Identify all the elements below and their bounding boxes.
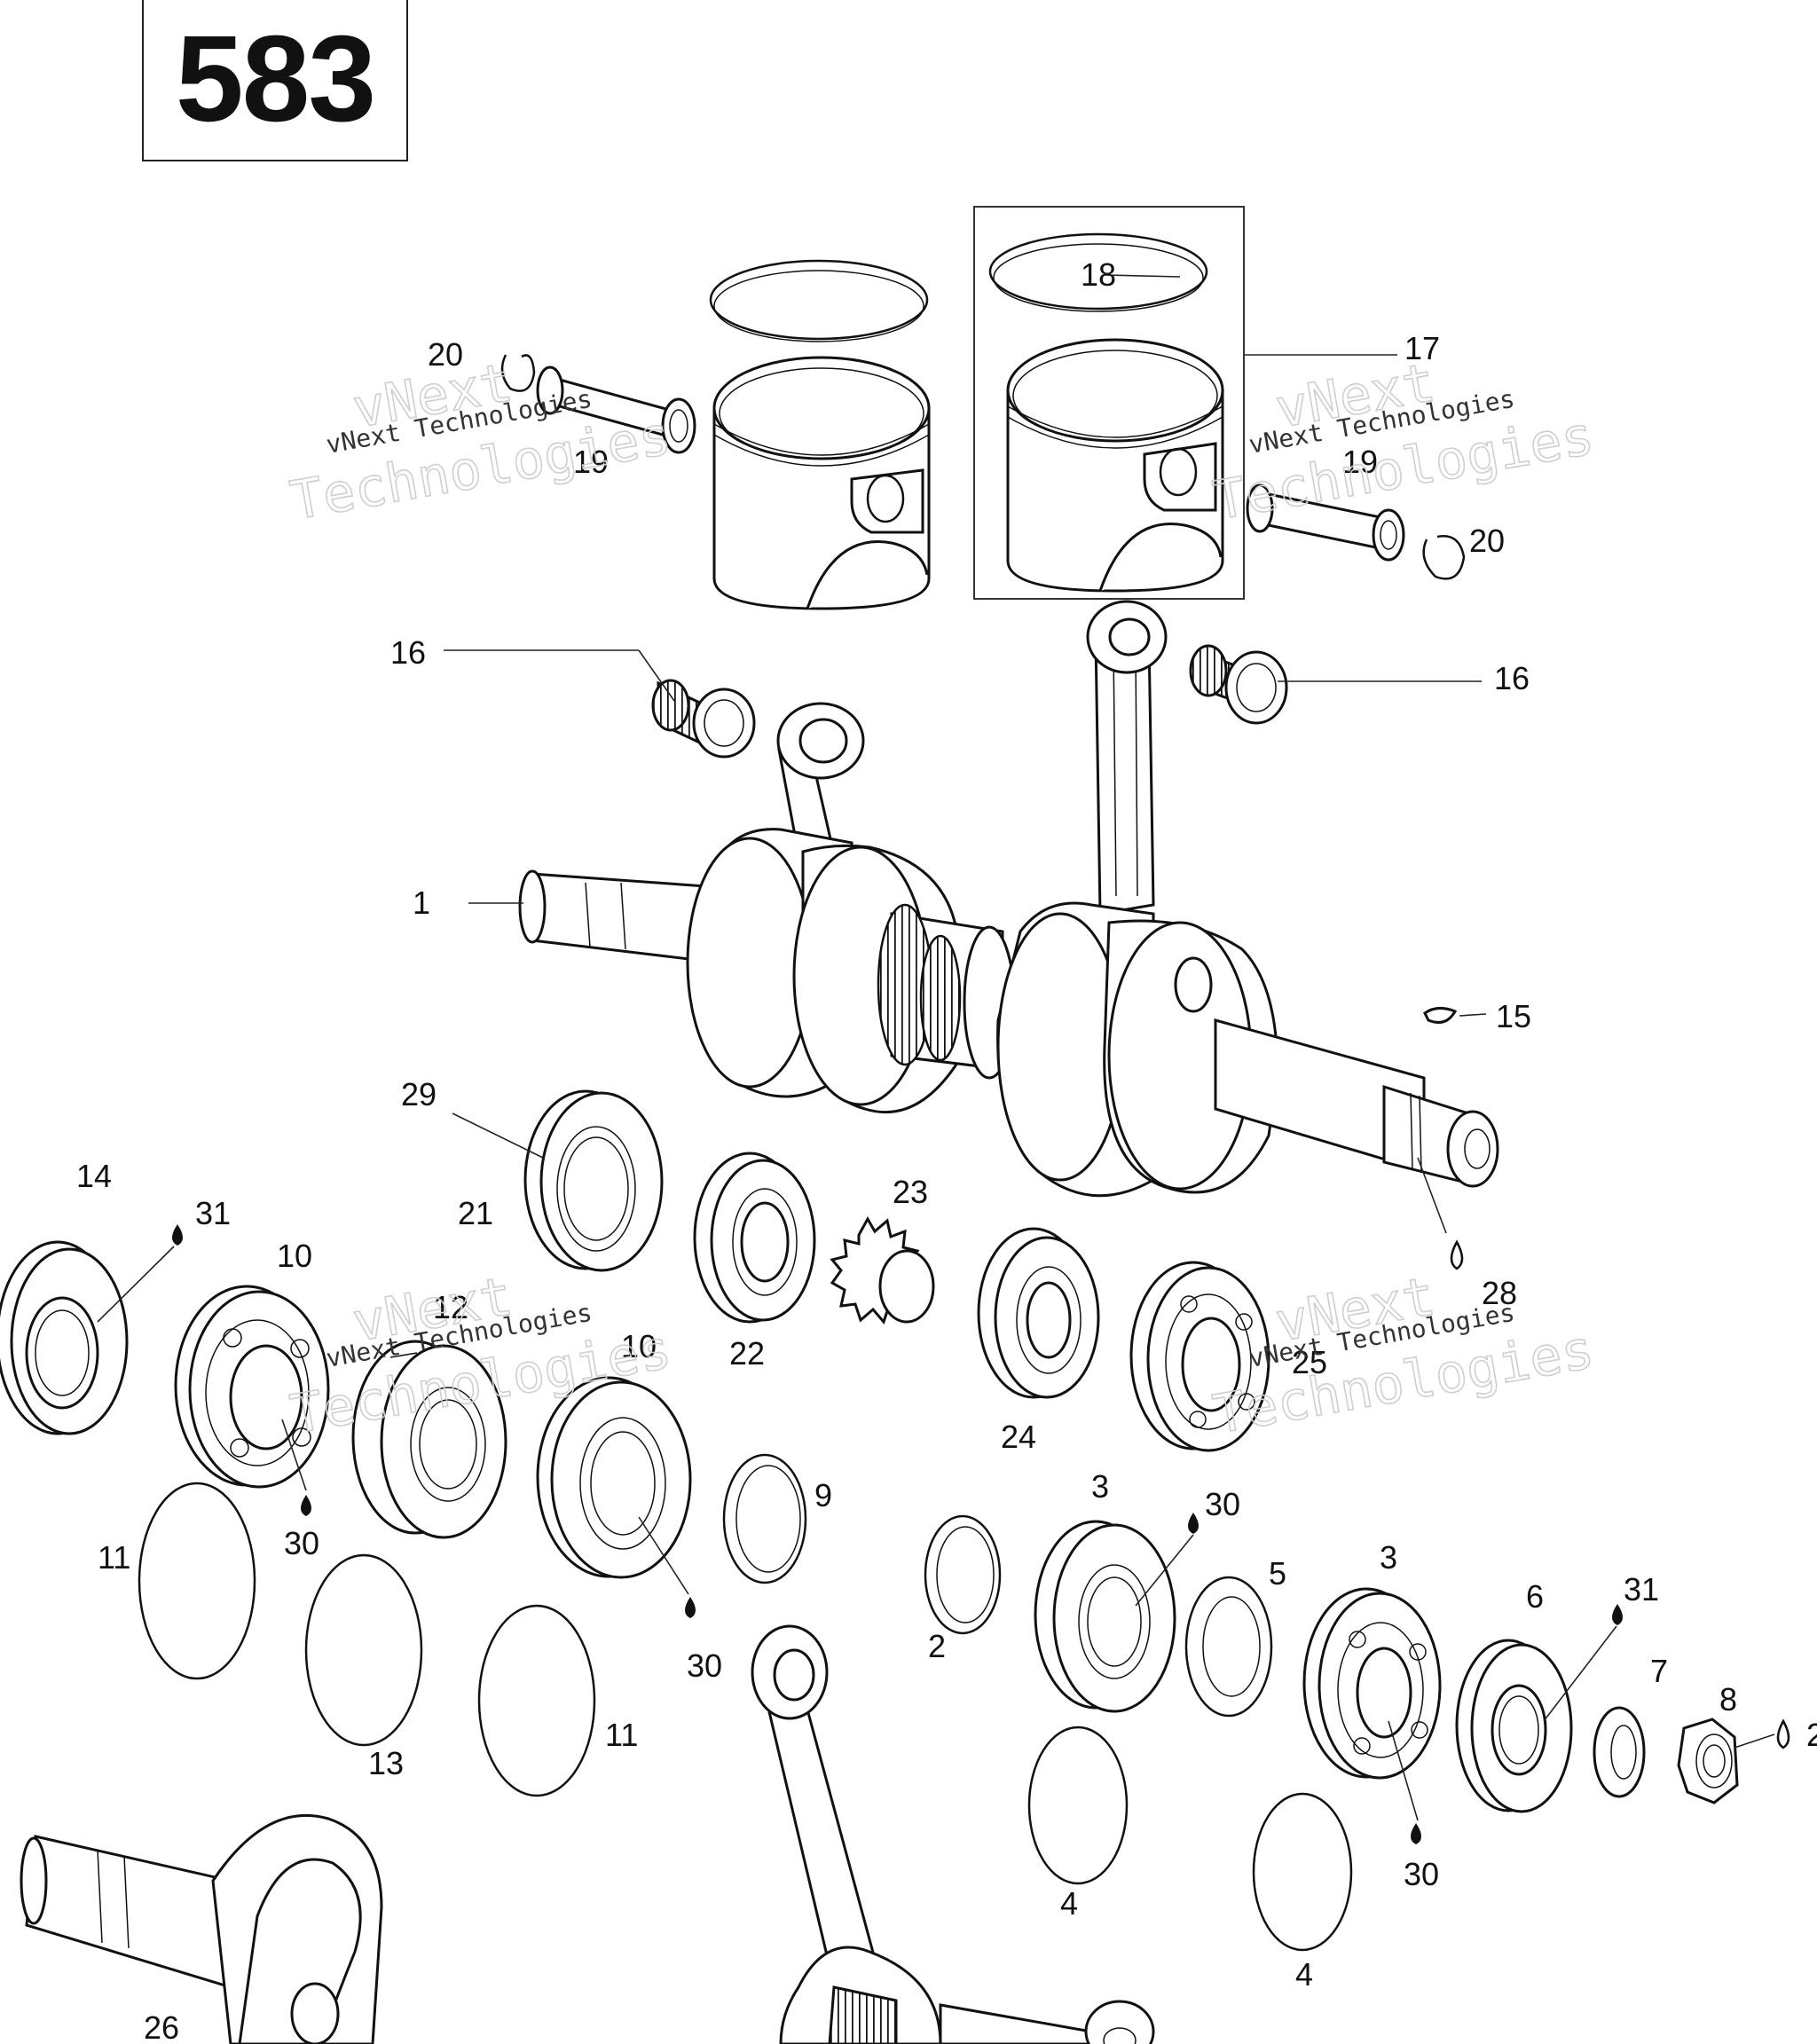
callout-4b: 4	[1295, 1956, 1313, 1993]
piston-ring-18	[988, 232, 1208, 312]
callout-19b: 19	[1342, 444, 1378, 480]
grease-drop-icon	[172, 1224, 183, 1246]
callout-9: 9	[814, 1477, 832, 1513]
connecting-rod-bottom	[751, 1624, 1155, 2044]
shim-9	[722, 1453, 807, 1584]
callout-10a: 10	[277, 1238, 312, 1274]
o-ring-4-right	[1252, 1792, 1353, 1952]
piston-assembly-frame	[973, 206, 1245, 600]
watermark-mid-right: vNext vNext Technologies Technologies	[1208, 1265, 1600, 1448]
circlip-right	[1422, 535, 1466, 580]
piston-pin-right	[1246, 483, 1405, 562]
callout-30b: 30	[687, 1647, 722, 1684]
piston-right	[1006, 338, 1224, 593]
o-ring-13	[304, 1553, 423, 1747]
callout-18: 18	[1081, 256, 1116, 293]
seal-22	[693, 1152, 816, 1324]
callout-14: 14	[76, 1158, 112, 1194]
callout-1: 1	[413, 884, 430, 921]
grease-drop-icon	[1188, 1513, 1199, 1534]
shim-5	[1184, 1576, 1273, 1718]
woodruff-key	[1423, 1007, 1458, 1024]
callout-8: 8	[1719, 1681, 1737, 1718]
callout-labels: 1 2 3 3 4 4 5 6 7 8 9 10 10 11 11 12 13 …	[76, 256, 1817, 2044]
bearing-21	[523, 1089, 664, 1272]
callout-31a: 31	[195, 1195, 231, 1231]
oil-drop-icon	[1450, 1239, 1464, 1270]
callout-28: 28	[1482, 1275, 1517, 1311]
callout-3b: 3	[1380, 1539, 1397, 1576]
bearing-25	[1129, 1261, 1270, 1452]
crankshaft-half-26	[20, 1813, 383, 2044]
callout-11b: 11	[605, 1717, 638, 1753]
page-number: 583	[175, 10, 376, 147]
piston-left	[712, 356, 931, 610]
callout-20a: 20	[428, 336, 463, 373]
callout-3a: 3	[1091, 1468, 1109, 1505]
callout-11a: 11	[98, 1539, 130, 1576]
needle-bearing-left	[651, 679, 756, 759]
o-ring-11-left	[138, 1482, 256, 1680]
bearing-12	[351, 1340, 507, 1539]
callout-31b: 31	[1624, 1571, 1659, 1608]
callout-27: 2	[1806, 1717, 1817, 1753]
callout-21: 21	[458, 1195, 493, 1231]
callout-26: 26	[144, 2009, 179, 2044]
watermark-top-left: vNext vNext Technologies Technologies	[286, 351, 677, 534]
shim-2	[924, 1514, 1002, 1635]
callout-15: 15	[1496, 998, 1531, 1034]
watermark-top-right: vNext vNext Technologies Technologies	[1208, 351, 1600, 534]
callout-30c: 30	[1205, 1486, 1240, 1522]
gear-23	[830, 1215, 935, 1325]
callout-30a: 30	[284, 1525, 319, 1561]
callout-16a: 16	[390, 634, 426, 671]
callout-10b: 10	[621, 1328, 657, 1364]
callout-7: 7	[1650, 1653, 1668, 1689]
o-ring-4-left	[1027, 1726, 1129, 1885]
callout-19a: 19	[573, 444, 609, 480]
circlip-left	[500, 354, 536, 392]
callout-16b: 16	[1494, 660, 1530, 696]
leader-lines	[97, 274, 1775, 1821]
seal-24	[977, 1227, 1100, 1399]
callout-22: 22	[729, 1335, 765, 1372]
needle-bearing-right	[1189, 644, 1288, 725]
callout-4a: 4	[1060, 1885, 1078, 1922]
grease-drop-icon	[1612, 1604, 1623, 1625]
callout-17: 17	[1404, 330, 1440, 366]
grease-drop-icon	[685, 1597, 696, 1618]
bearing-10-right	[536, 1376, 692, 1579]
callout-29: 29	[401, 1076, 437, 1112]
callout-23: 23	[893, 1174, 928, 1210]
piston-pin-left	[536, 366, 696, 454]
crankshaft	[518, 600, 1499, 1198]
grease-drop-icon	[1411, 1823, 1421, 1844]
piston-ring-left	[709, 259, 929, 342]
o-ring-11-right	[477, 1604, 596, 1797]
callout-6: 6	[1526, 1578, 1544, 1615]
callout-5: 5	[1269, 1555, 1286, 1592]
callout-2: 2	[928, 1628, 946, 1664]
bearing-10-left	[174, 1285, 330, 1489]
bearing-3-left	[1034, 1520, 1176, 1713]
grease-drop-icon	[301, 1495, 311, 1516]
oil-drop-icon	[1776, 1718, 1790, 1749]
page-number-box: 583	[142, 0, 408, 161]
nut-8	[1677, 1718, 1739, 1804]
callout-30d: 30	[1404, 1856, 1439, 1892]
grease-drops	[172, 1224, 1790, 1844]
callout-20b: 20	[1469, 523, 1505, 559]
callout-24: 24	[1001, 1419, 1036, 1455]
callout-13: 13	[368, 1745, 404, 1781]
callout-25: 25	[1292, 1344, 1327, 1380]
washer-7	[1593, 1706, 1646, 1798]
callout-12: 12	[433, 1289, 468, 1325]
bearing-3-right	[1302, 1587, 1442, 1780]
seal-14	[0, 1240, 129, 1435]
seal-6	[1455, 1639, 1573, 1813]
